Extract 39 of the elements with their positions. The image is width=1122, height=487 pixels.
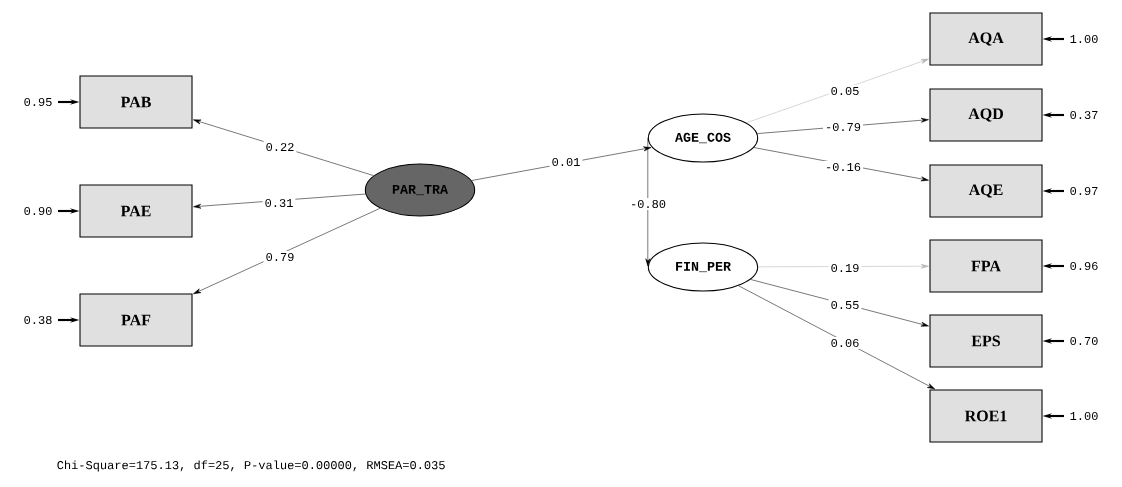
indicator-box: AQD (929, 88, 1043, 142)
fit-statistics: Chi-Square=175.13, df=25, P-value=0.00000, RMSEA=0.035 (57, 460, 445, 472)
path-arrow (757, 263, 929, 269)
edge-label: 0.06 (828, 336, 862, 350)
error-variance: 0.97 (1070, 186, 1098, 196)
error-variance: 0.38 (24, 315, 52, 325)
edge-label: -0.80 (628, 197, 668, 211)
indicator-box: AQE (929, 164, 1043, 218)
path-arrow (193, 193, 366, 209)
indicator-box: PAE (79, 184, 193, 238)
error-variance: 0.70 (1070, 336, 1098, 346)
path-arrow (738, 285, 936, 390)
indicator-box: ROE1 (929, 389, 1043, 443)
edge-label: 0.05 (828, 84, 862, 98)
indicator-box: PAF (79, 293, 193, 347)
indicator-box: PAB (79, 75, 193, 129)
edge-label: 0.31 (262, 196, 296, 210)
edge-label: 0.79 (263, 250, 297, 264)
path-arrow (471, 146, 652, 181)
path-arrow (750, 279, 929, 327)
error-variance: 0.95 (24, 97, 52, 107)
path-arrow (193, 119, 374, 176)
edge-label: 0.22 (263, 140, 297, 154)
path-arrow (645, 137, 651, 267)
indicator-box: FPA (929, 239, 1043, 293)
indicator-box: EPS (929, 314, 1043, 368)
path-arrow (193, 208, 381, 295)
path-arrow (746, 58, 929, 124)
error-variance: 0.37 (1070, 110, 1098, 120)
error-variance: 1.00 (1070, 34, 1098, 44)
edge-label: -0.79 (823, 120, 863, 134)
error-variance: 1.00 (1070, 411, 1098, 421)
edge-label: 0.01 (549, 155, 583, 169)
edge-label: -0.16 (823, 160, 863, 174)
edge-label: 0.19 (828, 261, 862, 275)
error-variance: 0.96 (1070, 261, 1098, 271)
edge-label: 0.55 (828, 298, 862, 312)
indicator-box: AQA (929, 12, 1043, 66)
error-variance: 0.90 (24, 206, 52, 216)
